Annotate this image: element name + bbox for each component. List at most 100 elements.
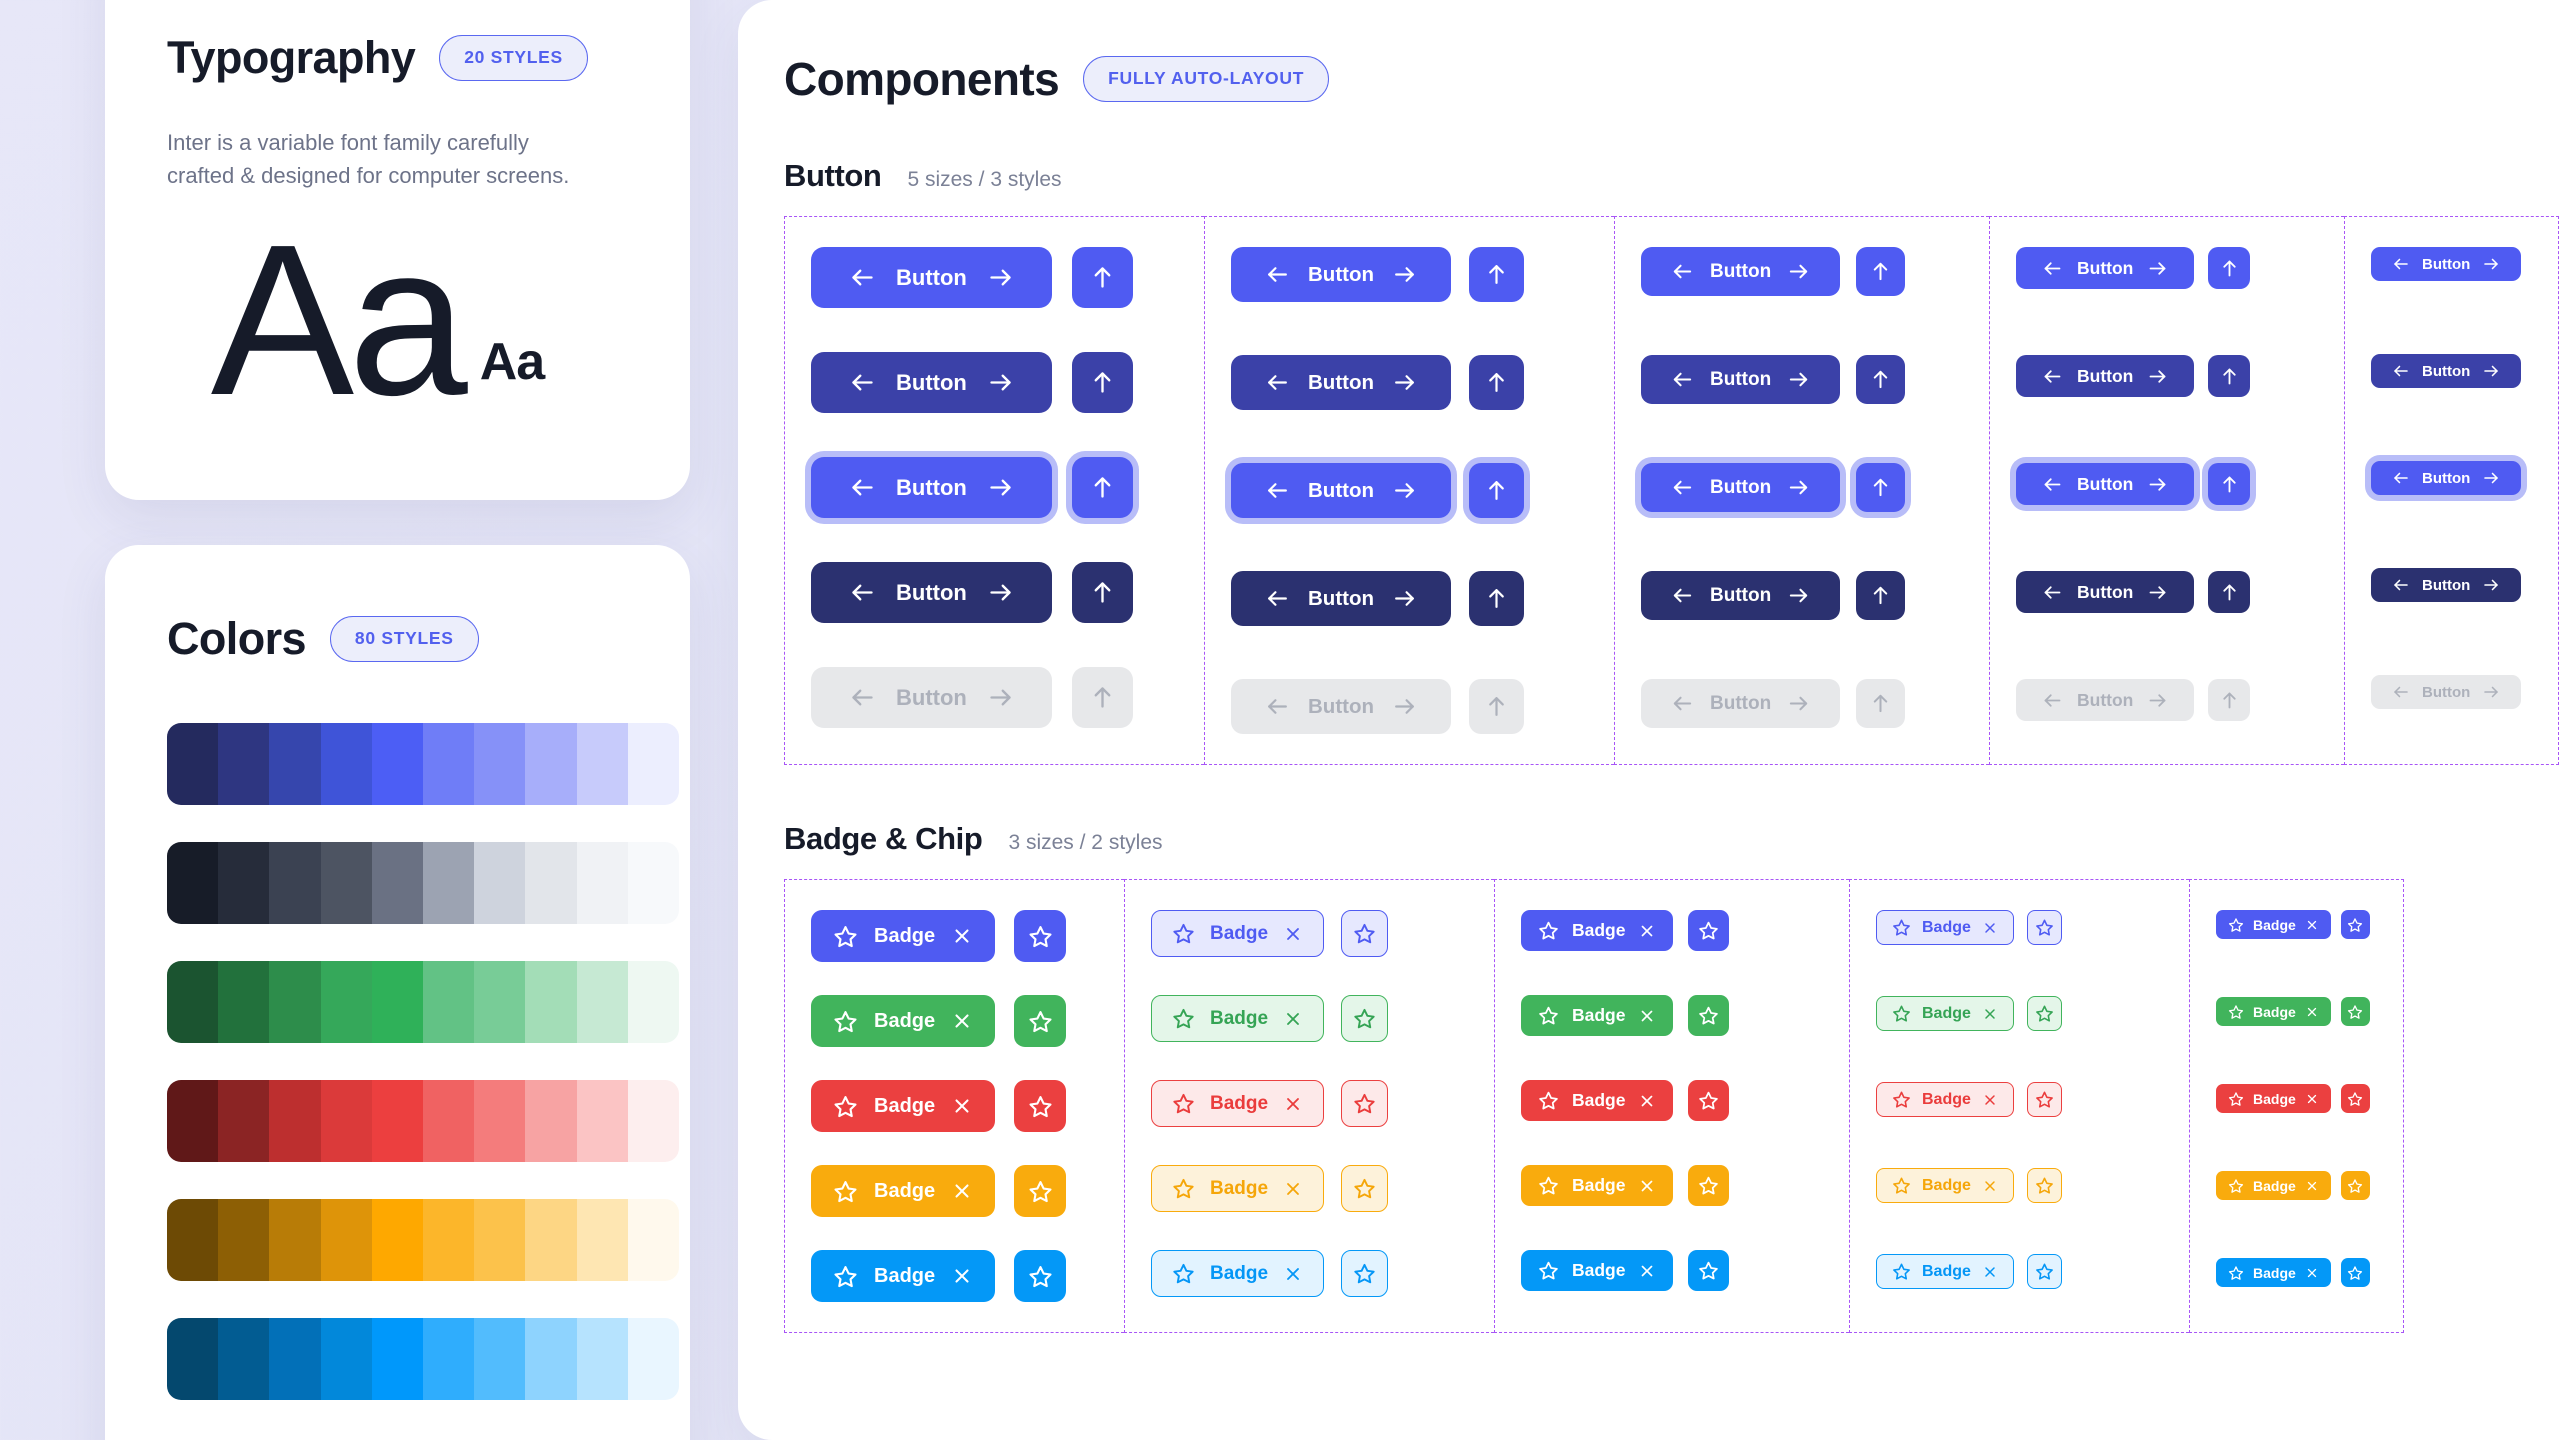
color-swatch[interactable] — [167, 842, 219, 924]
color-swatch[interactable] — [371, 1199, 424, 1281]
badge-amber[interactable]: Badge — [1151, 1165, 1325, 1212]
icon-badge-red[interactable] — [1688, 1080, 1730, 1121]
color-swatch[interactable] — [525, 1199, 577, 1281]
icon-button-hover[interactable] — [2208, 355, 2251, 397]
close-icon[interactable] — [1283, 924, 1303, 944]
icon-badge-indigo[interactable] — [1341, 910, 1389, 957]
components-autolayout-badge[interactable]: FULLY AUTO-LAYOUT — [1083, 56, 1330, 102]
color-swatch[interactable] — [167, 723, 219, 805]
color-swatch[interactable] — [627, 1199, 679, 1281]
badge-green[interactable]: Badge — [2216, 997, 2331, 1026]
color-swatch[interactable] — [423, 961, 475, 1043]
button-hover[interactable]: Button — [2016, 355, 2195, 397]
icon-button-pressed[interactable] — [1071, 562, 1133, 623]
color-swatch[interactable] — [218, 723, 270, 805]
close-icon[interactable] — [2305, 1179, 2319, 1193]
color-swatch[interactable] — [525, 842, 577, 924]
color-swatch[interactable] — [167, 961, 219, 1043]
badge-amber[interactable]: Badge — [2216, 1171, 2331, 1200]
color-swatch[interactable] — [627, 1080, 679, 1162]
icon-button-focus[interactable] — [1856, 463, 1906, 512]
button-default[interactable]: Button — [811, 247, 1052, 308]
icon-badge-sky[interactable] — [2340, 1258, 2370, 1287]
color-swatch[interactable] — [320, 1199, 372, 1281]
button-default[interactable]: Button — [2371, 247, 2522, 281]
close-icon[interactable] — [1982, 1264, 1998, 1280]
color-swatch[interactable] — [371, 842, 424, 924]
color-swatch[interactable] — [576, 961, 628, 1043]
icon-badge-green[interactable] — [1341, 995, 1389, 1042]
color-swatch[interactable] — [320, 723, 372, 805]
badge-sky[interactable]: Badge — [1521, 1250, 1674, 1291]
color-swatch[interactable] — [576, 1080, 628, 1162]
icon-badge-amber[interactable] — [1014, 1165, 1067, 1217]
color-swatch[interactable] — [218, 1199, 270, 1281]
badge-green[interactable]: Badge — [1876, 996, 2014, 1031]
badge-amber[interactable]: Badge — [1876, 1168, 2014, 1203]
badge-sky[interactable]: Badge — [811, 1250, 996, 1302]
color-swatch[interactable] — [474, 1318, 526, 1400]
badge-green[interactable]: Badge — [1151, 995, 1325, 1042]
close-icon[interactable] — [2305, 1005, 2319, 1019]
color-swatch[interactable] — [269, 1318, 321, 1400]
color-swatch[interactable] — [269, 1080, 321, 1162]
icon-badge-amber[interactable] — [2340, 1171, 2370, 1200]
close-icon[interactable] — [1638, 1007, 1656, 1025]
badge-indigo[interactable]: Badge — [1876, 910, 2014, 945]
color-swatch[interactable] — [371, 961, 424, 1043]
icon-button-focus[interactable] — [1469, 463, 1525, 518]
close-icon[interactable] — [951, 1180, 973, 1202]
badge-amber[interactable]: Badge — [811, 1165, 996, 1217]
close-icon[interactable] — [2305, 918, 2319, 932]
color-swatch[interactable] — [423, 1318, 475, 1400]
close-icon[interactable] — [1638, 922, 1656, 940]
close-icon[interactable] — [2305, 1266, 2319, 1280]
button-hover[interactable]: Button — [1231, 355, 1452, 410]
close-icon[interactable] — [951, 1265, 973, 1287]
badge-indigo[interactable]: Badge — [2216, 910, 2331, 939]
close-icon[interactable] — [1638, 1092, 1656, 1110]
color-swatch[interactable] — [474, 1199, 526, 1281]
badge-sky[interactable]: Badge — [2216, 1258, 2331, 1287]
close-icon[interactable] — [1982, 920, 1998, 936]
close-icon[interactable] — [951, 925, 973, 947]
close-icon[interactable] — [2305, 1092, 2319, 1106]
icon-badge-indigo[interactable] — [1014, 910, 1067, 962]
color-swatch[interactable] — [167, 1199, 219, 1281]
color-swatch[interactable] — [474, 842, 526, 924]
color-swatch[interactable] — [320, 842, 372, 924]
icon-badge-red[interactable] — [1014, 1080, 1067, 1132]
badge-sky[interactable]: Badge — [1876, 1254, 2014, 1289]
color-swatch[interactable] — [627, 723, 679, 805]
badge-sky[interactable]: Badge — [1151, 1250, 1325, 1297]
badge-amber[interactable]: Badge — [1521, 1165, 1674, 1206]
close-icon[interactable] — [1283, 1179, 1303, 1199]
color-swatch[interactable] — [269, 723, 321, 805]
icon-badge-indigo[interactable] — [1688, 910, 1730, 951]
color-swatch[interactable] — [167, 1318, 219, 1400]
color-swatch[interactable] — [627, 961, 679, 1043]
button-default[interactable]: Button — [2016, 247, 2195, 289]
color-swatch[interactable] — [218, 1318, 270, 1400]
button-focus[interactable]: Button — [2371, 461, 2522, 495]
color-swatch[interactable] — [269, 842, 321, 924]
color-swatch[interactable] — [320, 1080, 372, 1162]
badge-red[interactable]: Badge — [811, 1080, 996, 1132]
color-swatch[interactable] — [371, 1080, 424, 1162]
color-swatch[interactable] — [525, 1318, 577, 1400]
color-swatch[interactable] — [423, 842, 475, 924]
color-swatch[interactable] — [423, 1080, 475, 1162]
icon-badge-sky[interactable] — [1014, 1250, 1067, 1302]
close-icon[interactable] — [951, 1095, 973, 1117]
color-swatch[interactable] — [269, 961, 321, 1043]
color-swatch[interactable] — [525, 1080, 577, 1162]
icon-button-hover[interactable] — [1856, 355, 1906, 404]
color-swatch[interactable] — [320, 1318, 372, 1400]
icon-badge-amber[interactable] — [1341, 1165, 1389, 1212]
button-focus[interactable]: Button — [2016, 463, 2195, 505]
button-focus[interactable]: Button — [1641, 463, 1841, 512]
color-swatch[interactable] — [525, 723, 577, 805]
badge-red[interactable]: Badge — [1521, 1080, 1674, 1121]
close-icon[interactable] — [1638, 1262, 1656, 1280]
button-focus[interactable]: Button — [811, 457, 1052, 518]
